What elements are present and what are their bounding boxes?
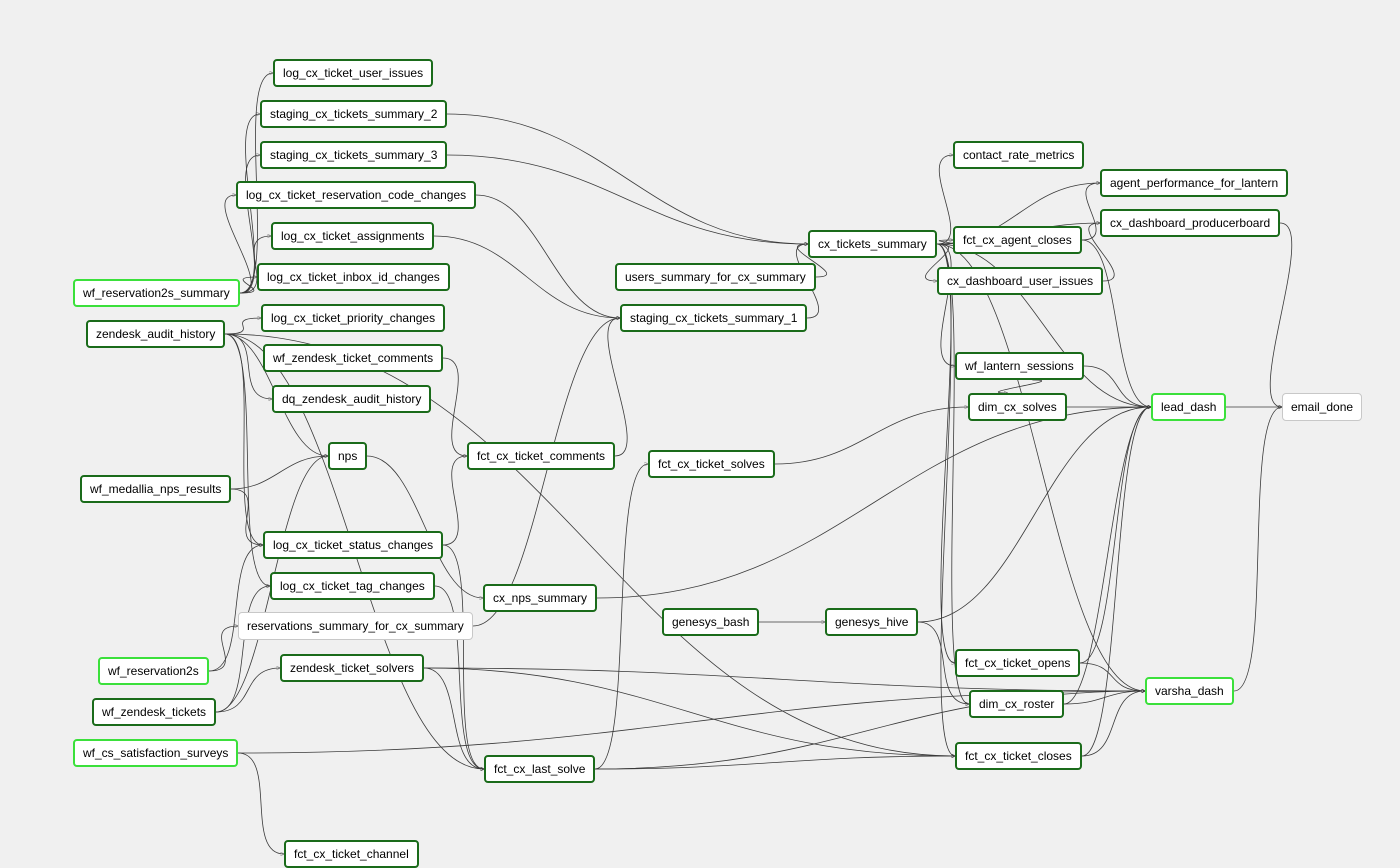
dag-node-log-cx-ticket-assignments[interactable]: log_cx_ticket_assignments <box>271 222 435 250</box>
edge-fct-cx-ticket-opens-to-varsha-dash <box>1079 662 1145 691</box>
edge-dim-cx-roster-to-lead-dash <box>1063 407 1151 705</box>
dag-node-dim-cx-roster[interactable]: dim_cx_roster <box>969 690 1065 718</box>
dag-node-wf-zendesk-ticket-comments[interactable]: wf_zendesk_ticket_comments <box>263 344 444 372</box>
dag-node-wf-zendesk-tickets[interactable]: wf_zendesk_tickets <box>92 698 217 726</box>
dag-node-log-cx-ticket-user-issues[interactable]: log_cx_ticket_user_issues <box>273 59 434 87</box>
edge-log-cx-ticket-status-changes-to-fct-cx-last-solve <box>442 544 484 769</box>
dag-node-email-done[interactable]: email_done <box>1282 393 1363 421</box>
edge-wf-reservation2s-summary-to-log-cx-ticket-inbox-id-changes <box>239 277 257 294</box>
dag-node-reservations-summary-for-cx-summary[interactable]: reservations_summary_for_cx_summary <box>238 612 473 640</box>
dag-node-fct-cx-agent-closes[interactable]: fct_cx_agent_closes <box>953 226 1082 254</box>
edge-genesys-hive-to-dim-cx-roster <box>917 621 969 704</box>
dag-node-varsha-dash[interactable]: varsha_dash <box>1145 677 1234 705</box>
dag-node-fct-cx-ticket-channel[interactable]: fct_cx_ticket_channel <box>284 840 419 868</box>
edge-wf-reservation2s-summary-to-log-cx-ticket-assignments <box>239 236 271 294</box>
dag-node-dim-cx-solves[interactable]: dim_cx_solves <box>968 393 1067 421</box>
edge-users-summary-for-cx-summary-to-cx-tickets-summary <box>796 244 828 278</box>
dag-node-lead-dash[interactable]: lead_dash <box>1151 393 1227 421</box>
dag-node-fct-cx-last-solve[interactable]: fct_cx_last_solve <box>484 755 596 783</box>
edge-fct-cx-ticket-solves-to-dim-cx-solves <box>774 407 968 465</box>
edge-log-cx-ticket-assignments-to-staging-cx-tickets-summary-1 <box>433 235 620 318</box>
edge-log-cx-ticket-tag-changes-to-fct-cx-last-solve <box>434 585 484 769</box>
dag-node-fct-cx-ticket-closes[interactable]: fct_cx_ticket_closes <box>955 742 1082 770</box>
edge-zendesk-audit-history-to-log-cx-ticket-priority-changes <box>224 318 261 335</box>
dag-node-cx-dashboard-producerboard[interactable]: cx_dashboard_producerboard <box>1100 209 1281 237</box>
dag-node-genesys-bash[interactable]: genesys_bash <box>662 608 760 636</box>
edge-zendesk-audit-history-to-log-cx-ticket-tag-changes <box>224 333 270 586</box>
dag-node-wf-medallia-nps-results[interactable]: wf_medallia_nps_results <box>80 475 232 503</box>
edge-zendesk-ticket-solvers-to-fct-cx-ticket-closes <box>423 667 955 756</box>
dag-node-cx-nps-summary[interactable]: cx_nps_summary <box>483 584 598 612</box>
edge-fct-cx-ticket-closes-to-lead-dash <box>1081 407 1151 757</box>
dag-node-cx-dashboard-user-issues[interactable]: cx_dashboard_user_issues <box>937 267 1104 295</box>
edge-cx-dashboard-producerboard-to-email-done <box>1269 222 1293 407</box>
edge-staging-cx-tickets-summary-2-to-cx-tickets-summary <box>446 113 808 244</box>
edge-log-cx-ticket-reservation-code-changes-to-staging-cx-tickets-summary-1 <box>475 194 620 318</box>
edge-wf-medallia-nps-results-to-log-cx-ticket-status-changes <box>230 488 263 545</box>
dag-node-wf-lantern-sessions[interactable]: wf_lantern_sessions <box>955 352 1084 380</box>
edge-wf-reservation2s-summary-to-log-cx-ticket-reservation-code-changes <box>224 195 252 294</box>
edge-log-cx-ticket-status-changes-to-fct-cx-ticket-comments <box>442 456 467 546</box>
dag-node-staging-cx-tickets-summary-2[interactable]: staging_cx_tickets_summary_2 <box>260 100 448 128</box>
edge-zendesk-ticket-solvers-to-fct-cx-last-solve <box>423 667 484 769</box>
edge-fct-cx-last-solve-to-fct-cx-ticket-closes <box>594 756 955 770</box>
edge-staging-cx-tickets-summary-3-to-cx-tickets-summary <box>446 154 808 244</box>
edge-cx-dashboard-user-issues-to-cx-dashboard-producerboard <box>1088 223 1115 282</box>
dag-node-log-cx-ticket-priority-changes[interactable]: log_cx_ticket_priority_changes <box>261 304 446 332</box>
edge-varsha-dash-to-email-done <box>1233 407 1282 692</box>
edge-wf-reservation2s-to-reservations-summary-for-cx-summary <box>208 626 238 672</box>
edge-zendesk-ticket-solvers-to-varsha-dash <box>423 667 1145 691</box>
edge-cx-tickets-summary-to-wf-lantern-sessions <box>936 243 955 366</box>
dag-node-fct-cx-ticket-solves[interactable]: fct_cx_ticket_solves <box>648 450 775 478</box>
dag-node-cx-tickets-summary[interactable]: cx_tickets_summary <box>808 230 937 258</box>
edge-fct-cx-agent-closes-to-lead-dash <box>1081 239 1151 407</box>
dag-node-wf-cs-satisfaction-surveys[interactable]: wf_cs_satisfaction_surveys <box>73 739 239 767</box>
edge-fct-cx-ticket-closes-to-varsha-dash <box>1081 691 1145 757</box>
dag-node-dq-zendesk-audit-history[interactable]: dq_zendesk_audit_history <box>272 385 432 413</box>
edge-nps-to-cx-nps-summary <box>366 455 483 598</box>
edge-genesys-hive-to-lead-dash <box>917 407 1151 623</box>
dag-node-wf-reservation2s[interactable]: wf_reservation2s <box>98 657 209 685</box>
edge-wf-zendesk-ticket-comments-to-fct-cx-ticket-comments <box>442 357 467 456</box>
dag-node-zendesk-audit-history[interactable]: zendesk_audit_history <box>86 320 226 348</box>
edge-fct-cx-last-solve-to-fct-cx-ticket-solves <box>594 464 648 770</box>
dag-node-fct-cx-ticket-comments[interactable]: fct_cx_ticket_comments <box>467 442 616 470</box>
dag-node-log-cx-ticket-inbox-id-changes[interactable]: log_cx_ticket_inbox_id_changes <box>257 263 450 291</box>
dag-node-staging-cx-tickets-summary-3[interactable]: staging_cx_tickets_summary_3 <box>260 141 448 169</box>
dag-node-fct-cx-ticket-opens[interactable]: fct_cx_ticket_opens <box>955 649 1081 677</box>
edge-wf-zendesk-tickets-to-zendesk-ticket-solvers <box>215 668 280 713</box>
edge-cx-tickets-summary-to-fct-cx-agent-closes <box>936 240 953 245</box>
edge-fct-cx-ticket-comments-to-staging-cx-tickets-summary-1 <box>607 318 628 457</box>
dag-node-log-cx-ticket-status-changes[interactable]: log_cx_ticket_status_changes <box>263 531 444 559</box>
edge-wf-reservation2s-to-log-cx-ticket-status-changes <box>208 545 263 672</box>
edge-wf-lantern-sessions-to-dim-cx-solves <box>998 379 1042 393</box>
dag-node-agent-performance-for-lantern[interactable]: agent_performance_for_lantern <box>1100 169 1289 197</box>
dag-node-log-cx-ticket-tag-changes[interactable]: log_cx_ticket_tag_changes <box>270 572 435 600</box>
edge-wf-lantern-sessions-to-lead-dash <box>1083 365 1151 407</box>
dag-node-wf-reservation2s-summary[interactable]: wf_reservation2s_summary <box>73 279 240 307</box>
dag-node-genesys-hive[interactable]: genesys_hive <box>825 608 919 636</box>
edge-wf-cs-satisfaction-surveys-to-fct-cx-ticket-channel <box>237 752 284 854</box>
edge-wf-medallia-nps-results-to-nps <box>230 456 328 490</box>
dag-node-staging-cx-tickets-summary-1[interactable]: staging_cx_tickets_summary_1 <box>620 304 808 332</box>
dag-node-users-summary-for-cx-summary[interactable]: users_summary_for_cx_summary <box>615 263 816 291</box>
dag-node-contact-rate-metrics[interactable]: contact_rate_metrics <box>953 141 1085 169</box>
dag-node-nps[interactable]: nps <box>328 442 368 470</box>
dag-node-zendesk-ticket-solvers[interactable]: zendesk_ticket_solvers <box>280 654 425 682</box>
dag-node-log-cx-ticket-reservation-code-changes[interactable]: log_cx_ticket_reservation_code_changes <box>236 181 477 209</box>
